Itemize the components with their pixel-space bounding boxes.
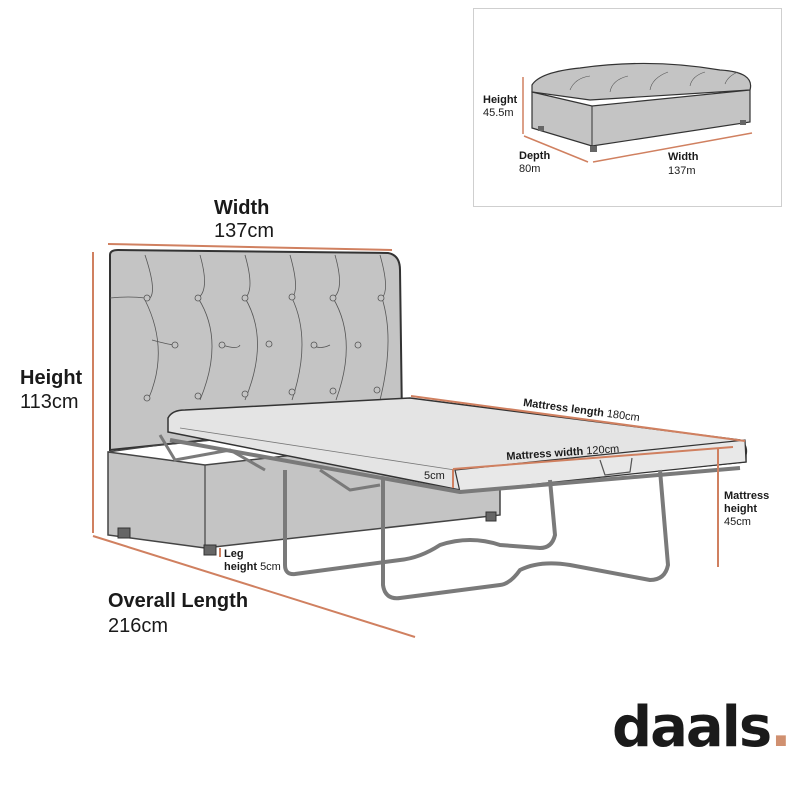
logo-text: daals — [612, 695, 772, 760]
inset-width-value: 137m — [668, 165, 696, 177]
leg-label: Leg — [224, 548, 244, 560]
mattress-height-label-2: height — [724, 503, 757, 515]
leg-height-label: height — [224, 561, 257, 573]
inset-depth-label: Depth — [519, 150, 551, 162]
inset-width-label: Width — [668, 151, 699, 163]
height-value: 113cm — [20, 391, 79, 413]
height-label: Height — [20, 367, 83, 389]
inset-height-value: 45.5m — [483, 107, 514, 119]
leg-height-row: height 5cm — [224, 561, 281, 574]
daals-logo: daals. — [612, 693, 792, 763]
logo-dot: . — [770, 695, 791, 760]
mattress-thickness-value: 5cm — [424, 470, 445, 482]
mattress-width-value: 120cm — [585, 443, 620, 458]
metal-frame — [158, 434, 741, 601]
inset-depth-value: 80m — [519, 163, 541, 175]
mattress-height-value: 45cm — [724, 516, 751, 528]
mattress-height-label-1: Mattress — [724, 490, 770, 502]
inset-height-label: Height — [483, 94, 518, 106]
dimension-lines — [92, 243, 746, 638]
overall-length-label: Overall Length — [108, 590, 249, 612]
ottoman-inset-panel — [473, 8, 782, 207]
width-value: 137cm — [214, 220, 275, 242]
ottoman-illustration — [522, 62, 753, 163]
overall-length-value: 216cm — [108, 615, 169, 637]
leg-height-value: 5cm — [260, 561, 281, 573]
headboard — [109, 248, 404, 452]
width-label: Width — [214, 197, 270, 219]
